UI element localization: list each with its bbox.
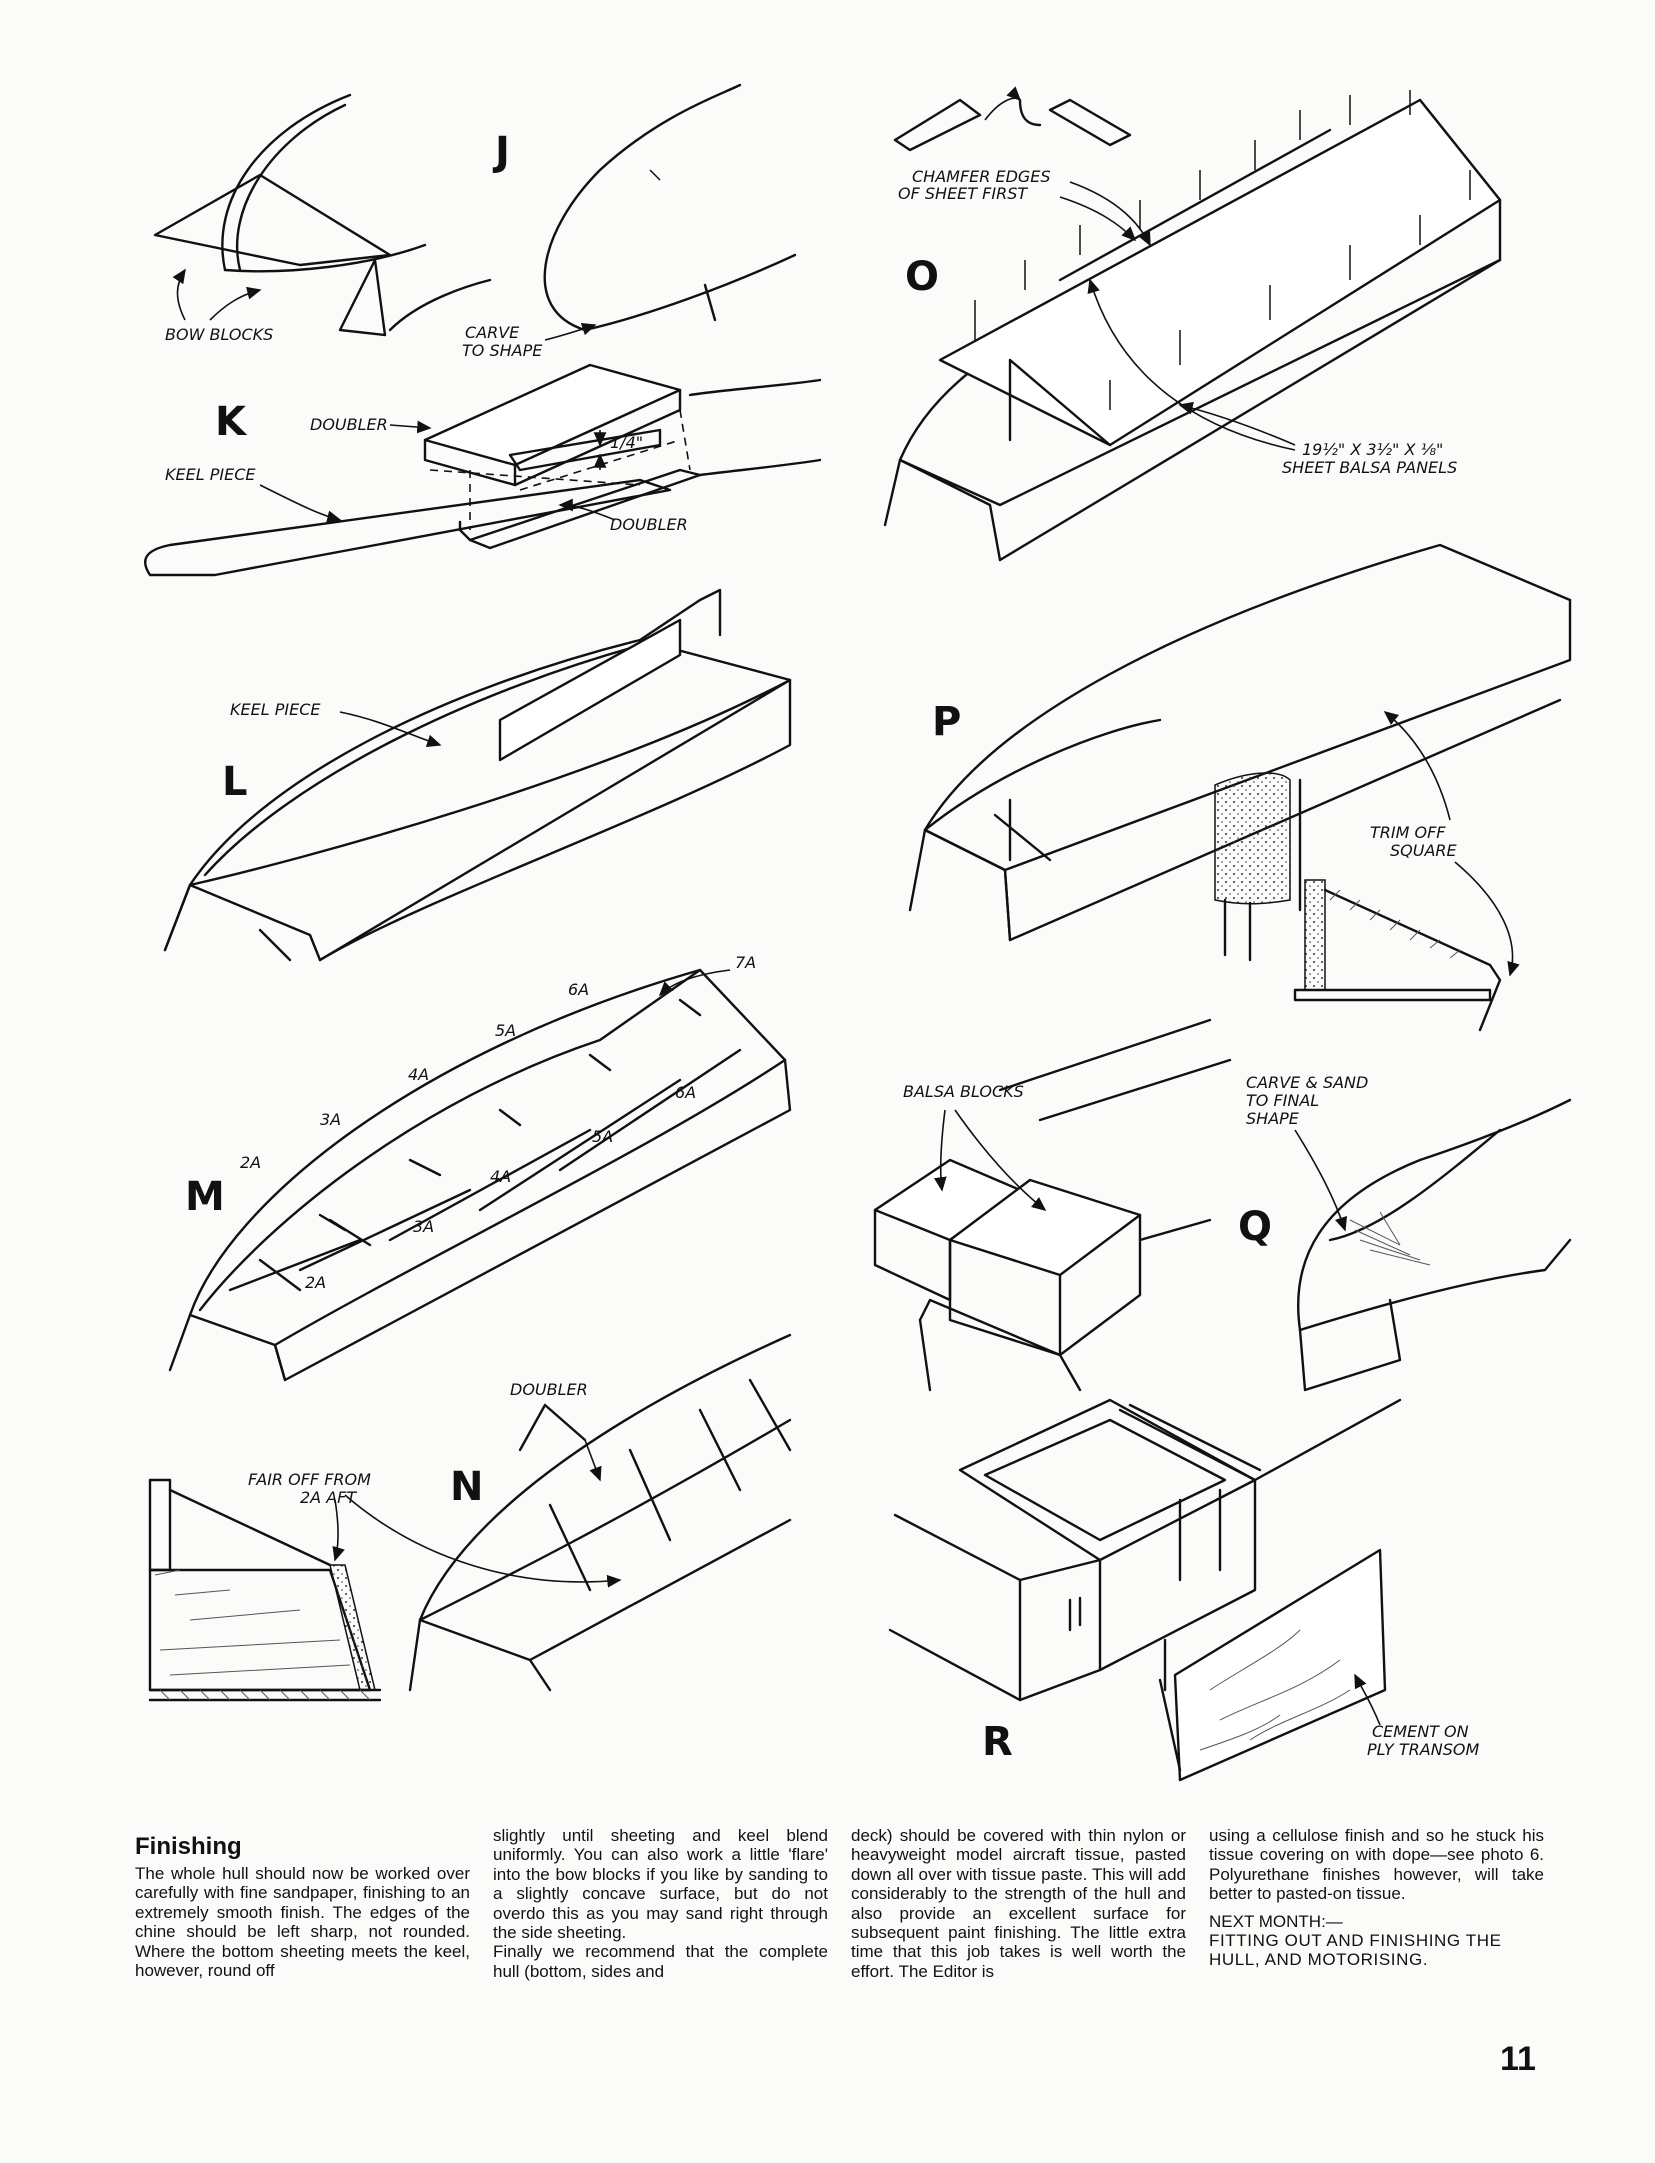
figure-l: L KEEL PIECE [163, 588, 792, 962]
frame-label-7a: 7A [735, 953, 756, 972]
doubler-label-n: DOUBLER [510, 1380, 588, 1399]
frame-label-2a-top: 2A [240, 1153, 261, 1172]
carve-label-line1: CARVE [465, 323, 520, 342]
next-month-label: NEXT MONTH:— [1209, 1911, 1343, 1931]
figure-n-letter: N [450, 1464, 483, 1510]
trim-off-label-line1: TRIM OFF [1370, 823, 1446, 842]
frame-label-4a-top: 4A [408, 1065, 429, 1084]
figure-k-letter: K [215, 399, 248, 445]
figure-p: P TRIM OFF SQUARE [908, 543, 1572, 1032]
next-month-topic: FITTING OUT AND FINISHING THE HULL, AND … [1209, 1931, 1502, 1970]
frame-label-5a: 5A [592, 1127, 613, 1146]
frame-label-6a-top: 6A [568, 980, 589, 999]
cement-label-line2: PLY TRANSOM [1367, 1740, 1479, 1759]
panel-desc-label: SHEET BALSA PANELS [1282, 458, 1457, 477]
figure-p-letter: P [932, 699, 961, 745]
chamfer-label-line2: OF SHEET FIRST [898, 184, 1028, 203]
frame-label-2a: 2A [305, 1273, 326, 1292]
column-4-paragraph: using a cellulose finish and so he stuck… [1209, 1826, 1544, 1904]
figure-m: M 7A 6A 5A 4A 3A 2A 6A 5A 4A 3A 2A [168, 953, 792, 1382]
doubler-bottom-label: DOUBLER [610, 515, 688, 534]
frame-label-3a: 3A [413, 1217, 434, 1236]
figure-q: Q BALSA BLOCKS CARVE & SAND TO FINAL SHA… [873, 1018, 1572, 1392]
figure-n: N FAIR OFF FROM 2A AFT DOUBLER [148, 1333, 792, 1702]
fair-off-label-line1: FAIR OFF FROM [248, 1470, 371, 1489]
fair-off-label-line2: 2A AFT [300, 1488, 357, 1507]
panel-dims-label: 19½" X 3½" X ⅛" [1302, 440, 1443, 459]
column-2-paragraph-a: slightly until sheeting and keel blend u… [493, 1826, 828, 1943]
figure-o-letter: O [905, 254, 939, 300]
doubler-top-label: DOUBLER [310, 415, 388, 434]
keel-piece-label-l: KEEL PIECE [230, 700, 321, 719]
figure-o: O CHAMFER EDGES OF SHEET FIRST 19½" X 3½… [883, 86, 1502, 562]
column-2-paragraph-b: Finally we recommend that the complete h… [493, 1942, 828, 1981]
figure-k: K DOUBLER KEEL PIECE DOUBLER 1/4" [144, 363, 822, 577]
article-column-1: Finishing The whole hull should now be w… [135, 1826, 470, 1981]
carve-label-line2: TO SHAPE [462, 341, 543, 360]
bow-blocks-label: BOW BLOCKS [165, 325, 273, 344]
article-column-4: using a cellulose finish and so he stuck… [1209, 1826, 1544, 1970]
thickness-dim-label: 1/4" [610, 433, 643, 452]
trim-off-label-line2: SQUARE [1390, 841, 1458, 860]
frame-label-3a-top: 3A [320, 1110, 341, 1129]
construction-diagrams: J BOW BLOCKS CARVE TO SHAPE K DOUBLER KE… [144, 83, 1572, 1782]
column-1-paragraph: The whole hull should now be worked over… [135, 1864, 470, 1981]
frame-label-5a-top: 5A [495, 1021, 516, 1040]
figure-j: J BOW BLOCKS CARVE TO SHAPE [153, 83, 797, 360]
article-column-3: deck) should be covered with thin nylon … [851, 1826, 1186, 1981]
balsa-blocks-label: BALSA BLOCKS [903, 1082, 1024, 1101]
carve-sand-label-line3: SHAPE [1246, 1109, 1300, 1128]
figure-q-letter: Q [1238, 1204, 1272, 1250]
figure-r-letter: R [982, 1719, 1013, 1765]
article-text: Finishing The whole hull should now be w… [135, 1826, 1545, 2026]
article-column-2: slightly until sheeting and keel blend u… [493, 1826, 828, 1981]
frame-label-4a: 4A [490, 1167, 511, 1186]
section-heading: Finishing [135, 1833, 242, 1860]
carve-sand-label-line1: CARVE & SAND [1246, 1073, 1368, 1092]
figure-m-letter: M [185, 1174, 225, 1220]
carve-sand-label-line2: TO FINAL [1246, 1091, 1319, 1110]
chamfer-label-line1: CHAMFER EDGES [912, 167, 1051, 186]
frame-label-6a: 6A [675, 1083, 696, 1102]
figure-r: R CEMENT ON PLY TRANSOM [888, 1398, 1479, 1782]
keel-piece-label-k: KEEL PIECE [165, 465, 256, 484]
figure-l-letter: L [222, 759, 248, 805]
page-number: 11 [1500, 2040, 1536, 2078]
cement-label-line1: CEMENT ON [1372, 1722, 1469, 1741]
column-3-paragraph: deck) should be covered with thin nylon … [851, 1826, 1186, 1981]
figure-j-letter: J [492, 129, 510, 175]
